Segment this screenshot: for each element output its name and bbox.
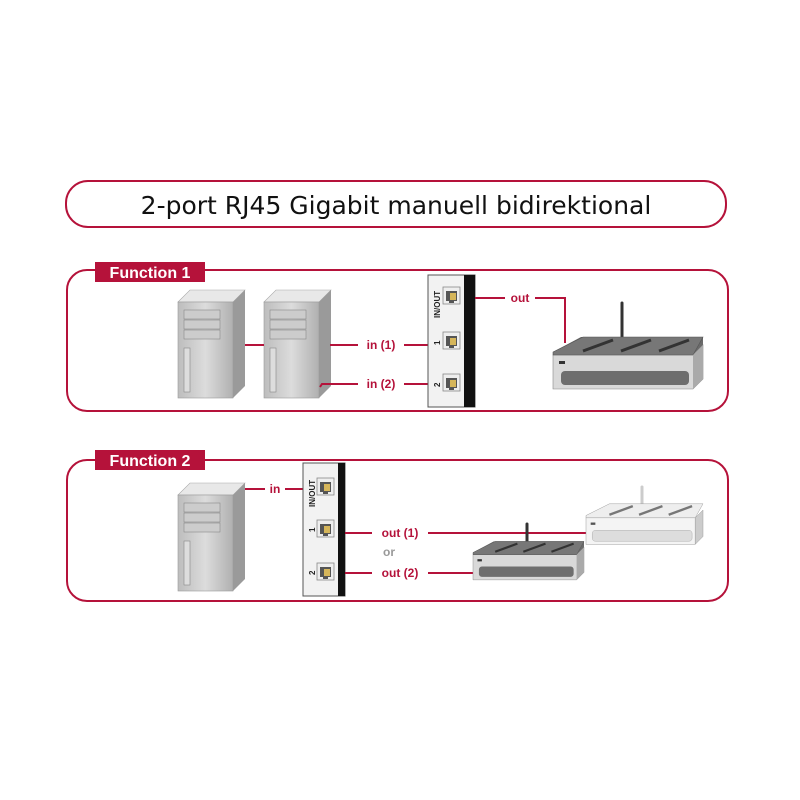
cable-line	[535, 297, 566, 343]
port-label-1: 1	[308, 527, 317, 532]
out1-label: out (1)	[382, 526, 419, 540]
page-title: 2-port RJ45 Gigabit manuell bidirektiona…	[141, 191, 652, 220]
computer-tower-icon	[263, 289, 332, 399]
switch-box: IN/OUT 1 2	[302, 462, 346, 597]
port-label-2: 2	[308, 570, 317, 575]
computer-tower-icon	[177, 482, 246, 592]
out-label: out	[511, 291, 530, 305]
function-1-panel: Function 1 in (1) in (2) IN/OUT 1 2 out	[66, 262, 729, 412]
in2-label: in (2)	[367, 377, 396, 391]
cable-line	[319, 383, 358, 388]
router-icon	[551, 335, 705, 391]
port-label-2: 2	[433, 382, 442, 387]
out2-label: out (2)	[382, 566, 419, 580]
rj45-port-icon	[442, 373, 461, 392]
function-2-label: Function 2	[110, 453, 191, 470]
in1-label: in (1)	[367, 338, 396, 352]
rj45-port-icon	[316, 562, 335, 581]
port-label-1: 1	[433, 340, 442, 345]
computer-tower-icon	[177, 289, 246, 399]
rj45-port-icon	[316, 477, 335, 496]
port-label-inout: IN/OUT	[308, 480, 317, 507]
rj45-port-icon	[442, 286, 461, 305]
router-dark-icon	[471, 540, 586, 581]
function-1-label-bg	[95, 262, 205, 282]
rj45-port-icon	[316, 519, 335, 538]
function-2-label-bg	[95, 450, 205, 470]
function-2-panel: Function 2 in IN/OUT 1 2 out (1) or out …	[66, 450, 729, 602]
title-frame	[65, 180, 727, 228]
function-1-label: Function 1	[110, 265, 191, 282]
router-light-icon	[584, 502, 705, 546]
rj45-port-icon	[442, 331, 461, 350]
or-label: or	[383, 545, 395, 559]
port-label-inout: IN/OUT	[433, 291, 442, 318]
switch-box: IN/OUT 1 2	[427, 274, 476, 408]
in-label: in	[270, 482, 281, 496]
